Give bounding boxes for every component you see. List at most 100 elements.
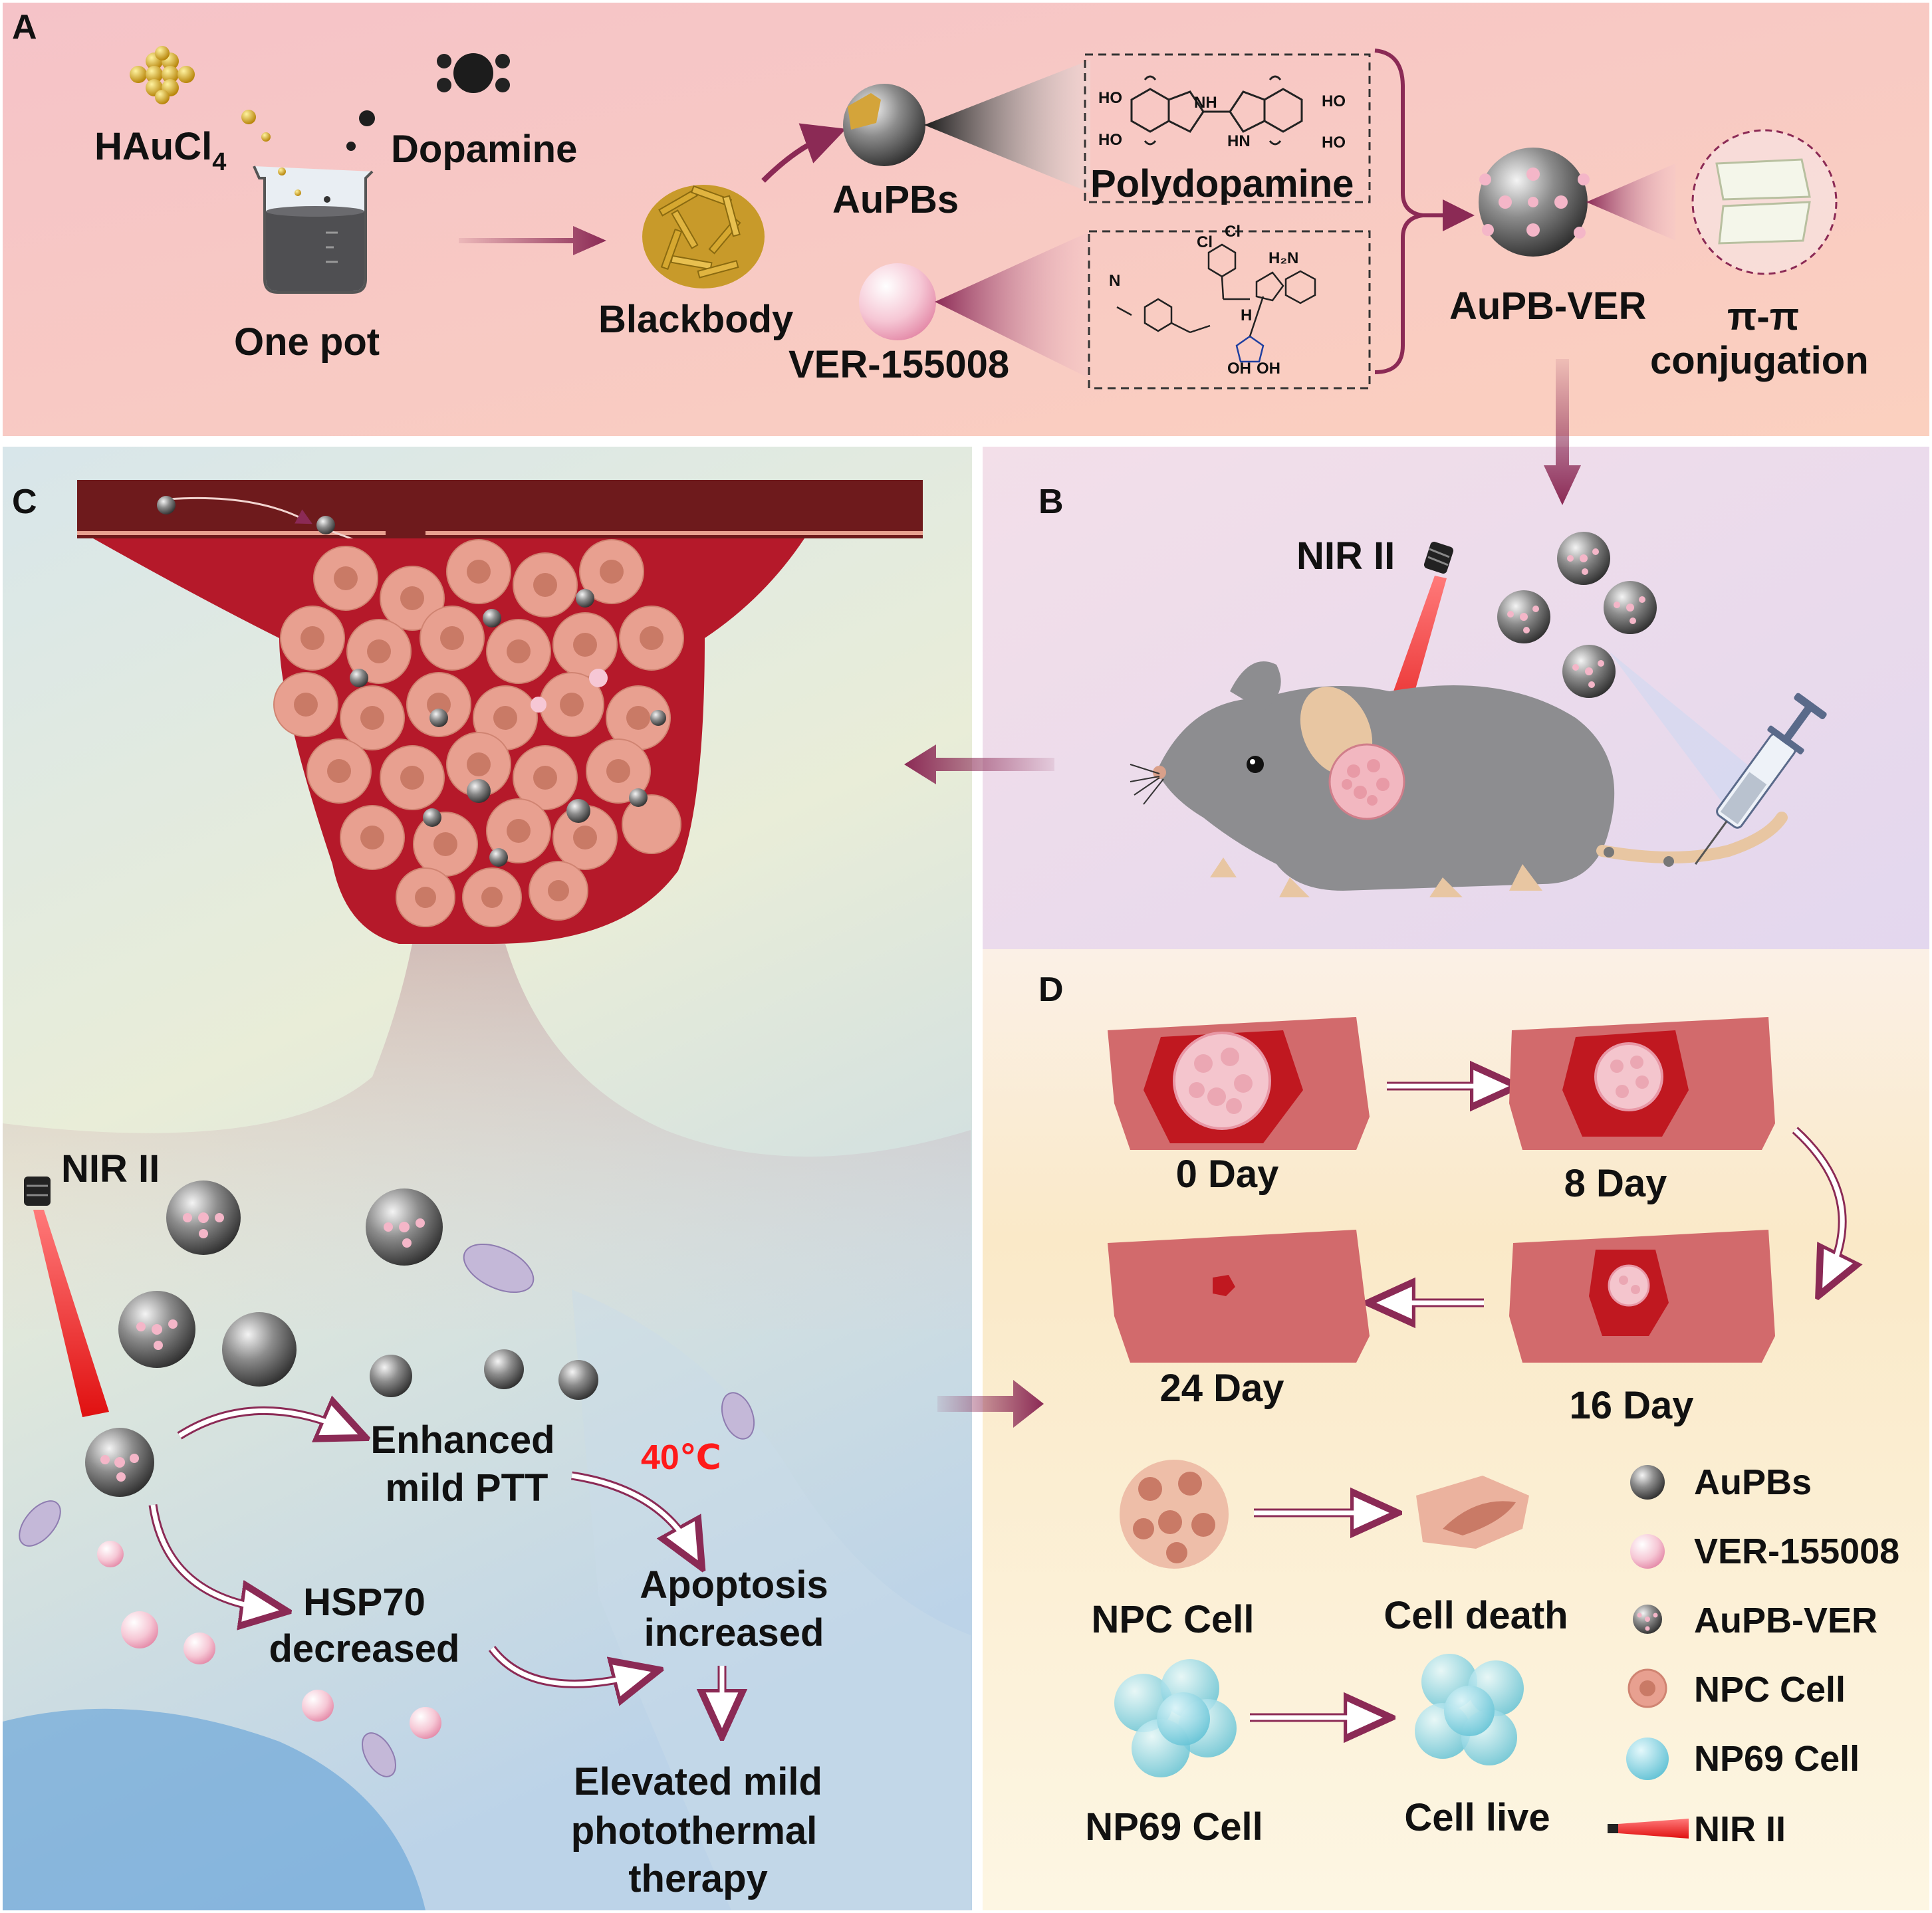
day8-label: 8 Day <box>1564 1162 1667 1205</box>
blackbody-rods-icon <box>642 185 765 288</box>
legend-label: AuPBs <box>1694 1462 1812 1502</box>
legend-label: NIR II <box>1694 1809 1786 1849</box>
day24-label: 24 Day <box>1159 1367 1284 1410</box>
syringe-icon <box>1695 693 1827 865</box>
panel-a-letter: A <box>12 8 37 47</box>
chem-label: HO <box>1322 92 1346 110</box>
panel-b-letter: B <box>1038 483 1064 521</box>
np69-cell-label: NP69 Cell <box>1085 1805 1263 1849</box>
legend-laser-icon <box>1608 1824 1618 1833</box>
hsp70-label-1: HSP70 <box>303 1581 425 1624</box>
panel-c-letter: C <box>12 483 37 521</box>
laser-device-icon <box>1423 542 1454 574</box>
arrow-to-panel-c <box>904 744 1054 784</box>
one-pot-label: One pot <box>234 320 380 364</box>
tissue-day16 <box>1509 1230 1775 1363</box>
cone-to-polydopamine <box>924 60 1090 193</box>
hauc-label: HAuCl4 <box>94 125 226 176</box>
tissue-day8 <box>1509 1017 1775 1150</box>
arrow-to-blackbody <box>459 226 606 255</box>
np69-cell-icon-large <box>1114 1659 1237 1777</box>
cone-to-ver-structure <box>935 231 1090 379</box>
panel-d-letter: D <box>1038 970 1064 1009</box>
nir-label-b: NIR II <box>1296 534 1395 578</box>
arrow-to-panel-d <box>937 1380 1044 1428</box>
polydopamine-structure-box <box>1084 53 1371 203</box>
ver-structure-icon <box>1116 243 1316 363</box>
dead-cell-icon <box>1416 1476 1529 1549</box>
chem-label: HN <box>1227 132 1251 150</box>
legend-aupb-icon <box>1630 1465 1665 1500</box>
cell-live-label: Cell live <box>1404 1796 1550 1839</box>
pi-stacking-icon <box>1715 158 1811 245</box>
arrow-inner <box>490 1646 639 1686</box>
arrow-to-panel-b <box>1544 359 1581 505</box>
flow-arrow <box>159 497 312 524</box>
laser-device-icon-c <box>24 1177 51 1206</box>
arrow-inner <box>1793 1128 1845 1278</box>
zoom-funnel <box>3 944 971 1329</box>
ver-particles-c <box>97 1541 441 1739</box>
laser-beam-c <box>33 1210 109 1417</box>
enhanced-label-1: Enhanced <box>370 1418 554 1462</box>
chem-label: HO <box>1322 134 1346 152</box>
chem-label: Cl <box>1225 223 1241 241</box>
gold-nanoparticle-cluster-icon <box>130 46 195 104</box>
cell-membrane-shape <box>572 1290 971 1910</box>
npc-cell-icon-large <box>1120 1460 1229 1569</box>
tumor-icon-b <box>1328 743 1405 820</box>
apoptosis-label-1: Apoptosis <box>640 1563 828 1607</box>
arrow-inner <box>571 1473 694 1550</box>
elevated-label-3: therapy <box>628 1857 768 1900</box>
ver-structure-box <box>1088 230 1371 390</box>
elevated-label-1: Elevated mild <box>574 1760 822 1803</box>
pi-stacking-zoom-circle <box>1691 129 1838 275</box>
injection-light-cone <box>1609 651 1755 811</box>
aupbs-label: AuPBs <box>832 178 959 221</box>
tissue-day24 <box>1108 1230 1370 1363</box>
aupb-ver-label: AuPB-VER <box>1449 284 1646 328</box>
ver-label: VER-155008 <box>788 343 1009 386</box>
ver-sphere-icon <box>859 263 936 340</box>
arrow-inner <box>178 1408 347 1438</box>
arrow-to-aupbs <box>761 123 846 183</box>
aupb-ver-particles-c <box>85 1181 443 1497</box>
legend-label: AuPB-VER <box>1694 1601 1877 1640</box>
legend: AuPBs VER-155008 AuPB-VER NPC Cell NP69 … <box>1608 1462 1899 1849</box>
polydopamine-label: Polydopamine <box>1090 162 1354 205</box>
hsp70-label-2: decreased <box>269 1627 460 1670</box>
chem-label: Cl <box>1197 233 1213 251</box>
live-cell-icon <box>1415 1654 1524 1765</box>
aupb-ver-particles-b <box>1497 532 1657 698</box>
polydopamine-structure-icon <box>1130 75 1303 146</box>
nir-label-c: NIR II <box>61 1147 160 1190</box>
chem-label: NH <box>1194 94 1217 112</box>
apoptosis-label-2: increased <box>644 1611 824 1654</box>
aupb-ver-particle <box>157 496 176 514</box>
enhanced-label-2: mild PTT <box>386 1466 548 1510</box>
day16-label: 16 Day <box>1569 1384 1693 1427</box>
day0-label: 0 Day <box>1176 1153 1279 1196</box>
chem-label: N <box>1109 272 1120 290</box>
cell-death-label: Cell death <box>1384 1594 1568 1637</box>
aupb-gold-core-icon <box>848 93 881 130</box>
chem-label: HO <box>1098 89 1122 107</box>
temperature-label: 40℃ <box>641 1438 721 1477</box>
dopamine-cluster-icon <box>437 53 510 93</box>
legend-label: VER-155008 <box>1694 1531 1899 1571</box>
dopamine-label: Dopamine <box>391 128 577 171</box>
legend-beam-icon <box>1618 1819 1689 1839</box>
chem-label: OH <box>1227 360 1251 378</box>
gold-particle-icon <box>261 132 271 142</box>
tumor-cell-nuclei <box>294 560 664 908</box>
cone-to-pi-stacking <box>1586 164 1675 241</box>
brace-connector <box>1374 49 1423 374</box>
blackbody-label: Blackbody <box>598 298 793 341</box>
legend-label: NPC Cell <box>1694 1670 1846 1710</box>
tumor-nanoparticles <box>350 589 666 867</box>
gold-particle-icon <box>241 110 256 124</box>
beaker-icon <box>253 166 374 294</box>
aupb-particles-c <box>222 1312 598 1400</box>
